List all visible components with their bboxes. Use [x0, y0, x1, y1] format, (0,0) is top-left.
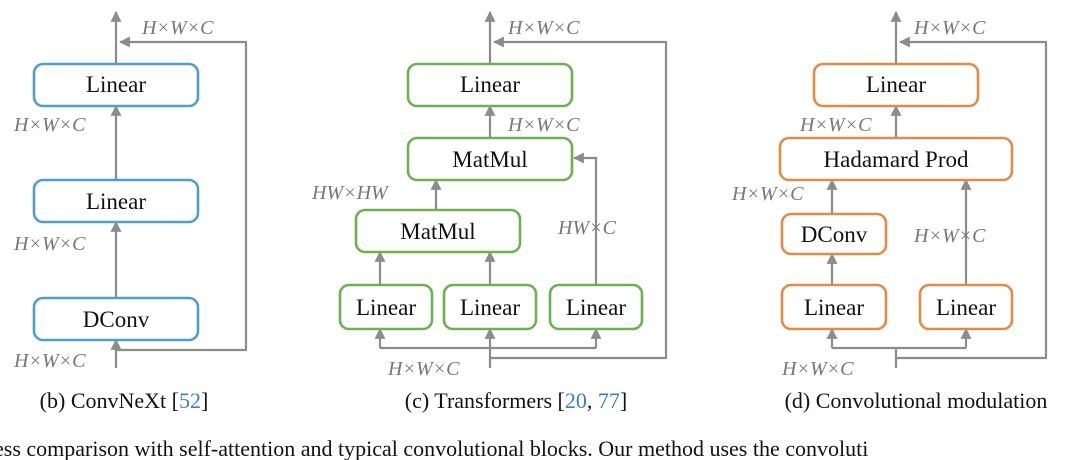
linear-label-top: Linear — [86, 72, 146, 97]
dim-label-attention: HW×HW — [311, 182, 390, 204]
dconv-box — [780, 212, 888, 256]
residual-connection — [896, 36, 1048, 360]
linear-box-right — [918, 283, 1014, 331]
dim-label-hadamard-out: H×W×C — [799, 114, 872, 136]
linear-label-top: Linear — [866, 72, 926, 97]
dim-label-modulator: H×W×C — [913, 225, 986, 247]
matmul-label-upper: MatMul — [452, 147, 527, 172]
linear-label-center: Linear — [460, 295, 520, 320]
matmul-box-lower — [354, 208, 522, 254]
dim-label-input: H×W×C — [13, 350, 86, 372]
linear-label-left: Linear — [356, 295, 416, 320]
panel-transformers: Linear MatMul MatMul Linear Linear Linea… — [311, 10, 668, 413]
linear-label-right: Linear — [936, 295, 996, 320]
linear-label-top: Linear — [460, 72, 520, 97]
caption-transformers: (c) Transformers [20, 77] — [405, 388, 627, 413]
dim-label-input: H×W×C — [781, 358, 854, 380]
citation-link-2[interactable]: 77 — [598, 388, 620, 413]
panel-convolutional-modulation: Linear Hadamard Prod DConv Linear Linear… — [731, 10, 1048, 413]
linear-box-right — [548, 283, 644, 331]
dim-label-input: H×W×C — [387, 358, 460, 380]
linear-box-left — [338, 283, 434, 331]
linear-box-top — [812, 62, 980, 108]
citation-link[interactable]: 52 — [179, 388, 201, 413]
arrow-linear-right-to-matmul — [572, 152, 598, 285]
panel-convnext: Linear Linear DConv H×W×C H×W×C H×W×C H×… — [13, 10, 248, 413]
dim-label-output: H×W×C — [913, 17, 986, 39]
hadamard-box — [778, 136, 1014, 182]
figure-caption-line: ess comparison with self-attention and t… — [0, 436, 868, 460]
residual-connection — [116, 36, 248, 352]
linear-label-right: Linear — [566, 295, 626, 320]
dim-label-lower: H×W×C — [13, 233, 86, 255]
dim-label-output: H×W×C — [507, 17, 580, 39]
dim-label-value: HW×C — [557, 217, 617, 239]
linear-box-middle — [32, 178, 200, 224]
dconv-box — [32, 296, 200, 342]
dconv-label: DConv — [801, 222, 868, 247]
matmul-box-upper — [406, 136, 574, 182]
linear-box-left — [780, 283, 888, 331]
residual-connection — [490, 36, 668, 360]
caption-convolutional-modulation: (d) Convolutional modulation — [785, 388, 1048, 413]
dim-label-output: H×W×C — [141, 17, 214, 39]
linear-label-middle: Linear — [86, 189, 146, 214]
linear-box-top — [406, 62, 574, 108]
caption-convnext: (b) ConvNeXt [52] — [40, 388, 209, 413]
matmul-label-lower: MatMul — [400, 219, 475, 244]
dim-label-upper: H×W×C — [13, 114, 86, 136]
linear-box-top — [32, 62, 200, 108]
linear-label-left: Linear — [804, 295, 864, 320]
hadamard-label: Hadamard Prod — [824, 147, 969, 172]
citation-link-1[interactable]: 20 — [565, 388, 587, 413]
linear-box-center — [442, 283, 538, 331]
dconv-label: DConv — [83, 307, 150, 332]
dim-label-dconv-out: H×W×C — [731, 183, 804, 205]
dim-label-matmul-out: H×W×C — [507, 114, 580, 136]
